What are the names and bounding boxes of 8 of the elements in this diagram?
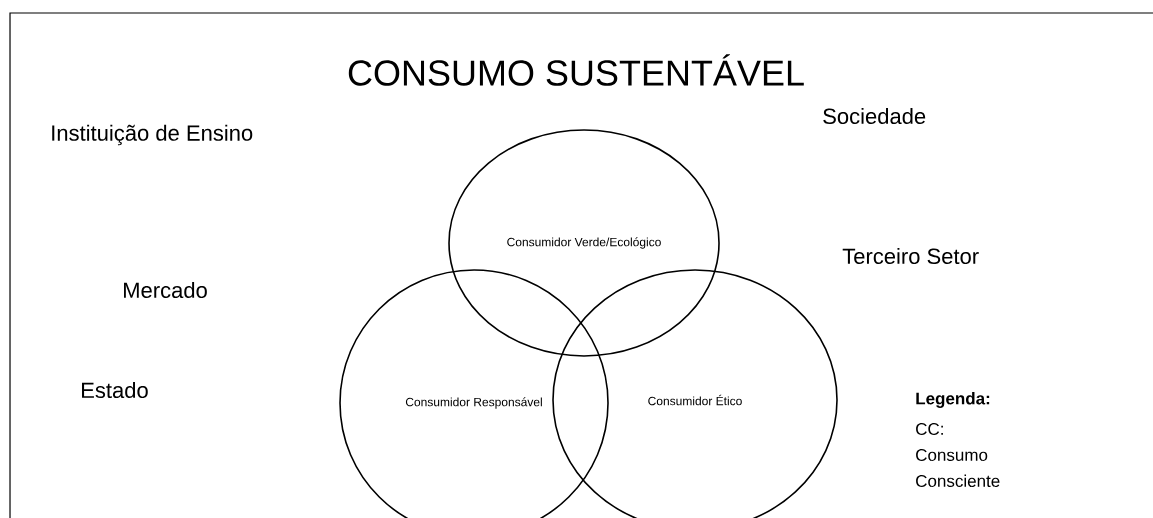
label-text: Terceiro Setor (842, 247, 979, 265)
label-text: Legenda: (916, 392, 990, 408)
label-text: Instituição de Ensino (52, 124, 253, 146)
label-text: Mercado (124, 281, 207, 299)
title: CONSUMO SUSTENTÁVEL (348, 54, 804, 86)
label-text: CC: Consumo Consciente (916, 422, 1000, 487)
label-text: Sociedade (823, 107, 926, 125)
label-text: Estado (82, 381, 148, 399)
